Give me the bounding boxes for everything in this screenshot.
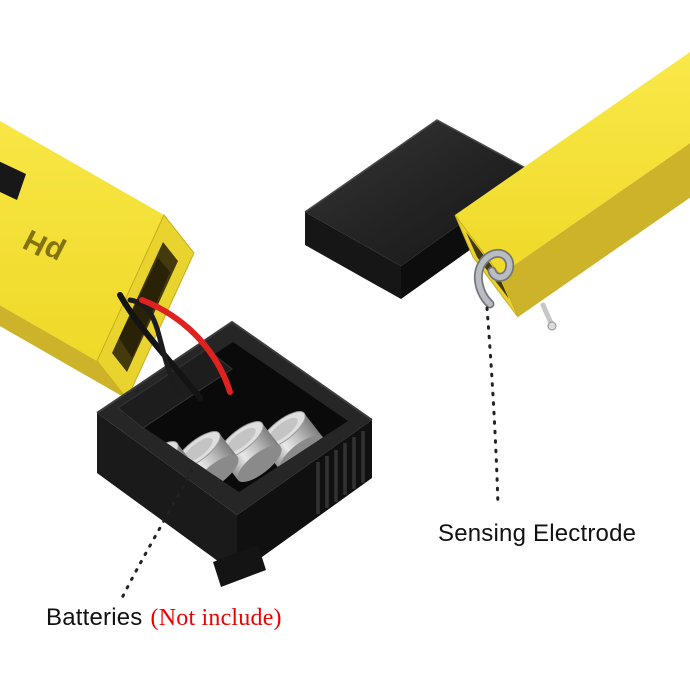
holder-front-left-face	[97, 413, 237, 575]
lcd-screen	[0, 161, 26, 200]
electrode-cap-top-face	[455, 51, 690, 275]
electrode-cap-side-face	[500, 143, 690, 317]
sensing-electrode-label-text: Sensing Electrode	[438, 520, 637, 547]
holder-front-right-face	[237, 420, 372, 575]
lid-edge-highlight	[304, 119, 534, 213]
battery-holder	[96, 320, 373, 587]
battery-cell-cap-ring	[226, 427, 256, 453]
wires	[117, 292, 233, 401]
wire-black-loop	[127, 297, 185, 399]
sensing-electrode-label: Sensing Electrode	[438, 520, 636, 548]
electrode-pin	[547, 321, 557, 331]
lid-top-face	[305, 120, 533, 266]
holder-rim-highlight	[96, 320, 373, 421]
electrode-cap	[454, 51, 690, 331]
battery-cell-bottom	[237, 445, 282, 483]
electrode-cap-inner-cavity	[466, 232, 509, 299]
electrode-pin-stem	[540, 302, 554, 326]
holder-bottom-tab	[213, 545, 266, 587]
lid-left-face	[305, 212, 401, 299]
battery-cell-cap-ring	[268, 417, 298, 443]
batteries-label: Batteries (Not include)	[46, 604, 282, 632]
leader-lines	[120, 306, 500, 600]
leader-line-electrode	[485, 306, 500, 508]
wire-black	[117, 292, 203, 401]
batteries-not-included-note: (Not include)	[150, 605, 282, 631]
holder-vent-ribs	[316, 431, 365, 514]
sensing-electrode	[475, 250, 513, 307]
wire-red	[139, 297, 233, 395]
battery-cell-cap-ring	[183, 437, 213, 463]
leader-line-batteries	[120, 468, 194, 600]
batteries-label-text: Batteries	[46, 604, 143, 631]
meter-body-side-face	[0, 305, 127, 399]
